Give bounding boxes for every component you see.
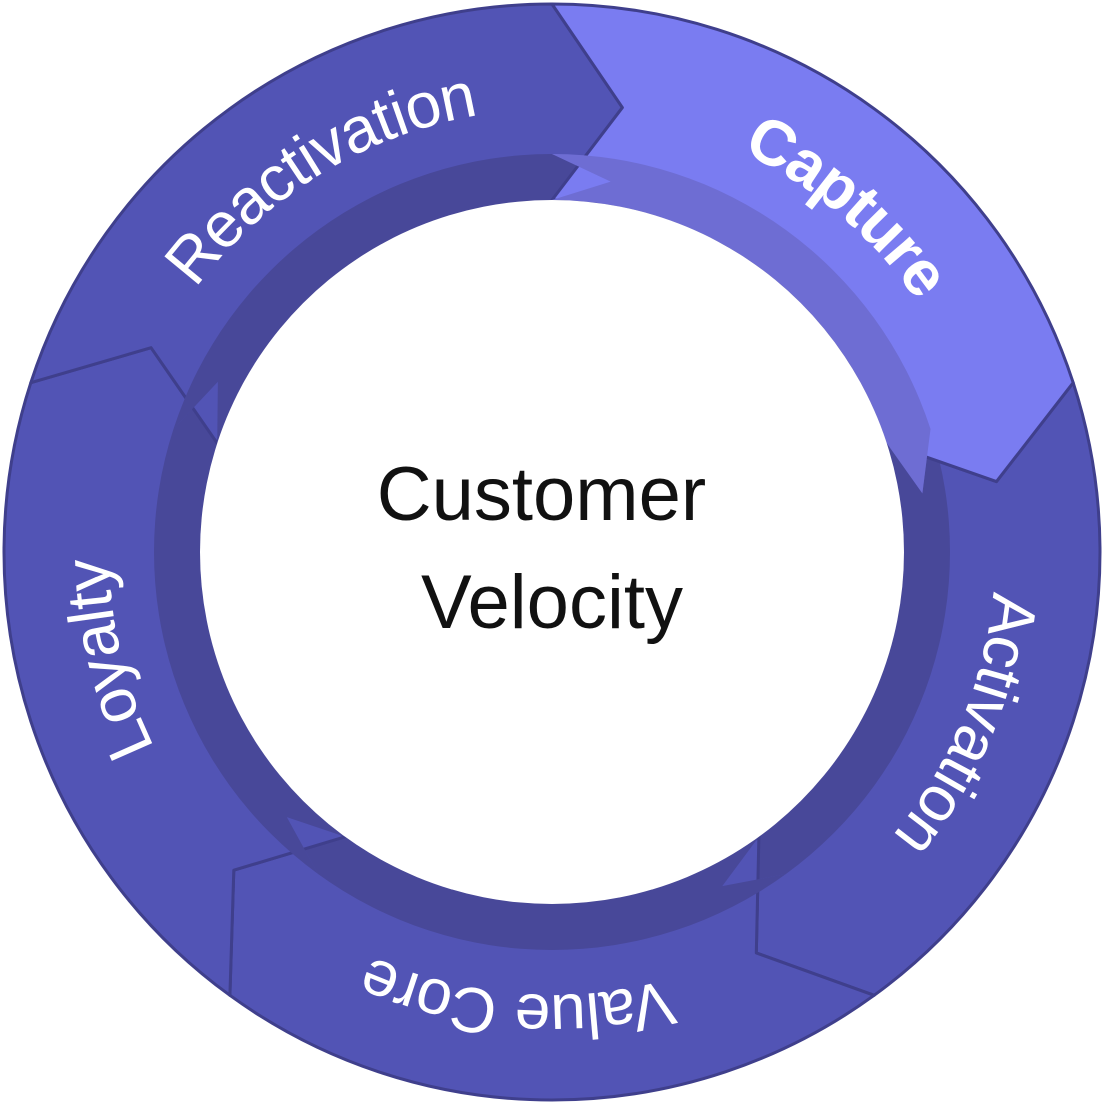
center-title-line-2: Velocity <box>421 560 683 645</box>
segment-loyalty-inner-band <box>153 381 346 874</box>
center-disc <box>200 200 904 904</box>
center-title-line-1: Customer <box>377 452 706 537</box>
center-title: Customer Velocity <box>377 452 728 645</box>
segment-capture-inner-band <box>552 154 931 494</box>
segment-value-core <box>228 817 876 1102</box>
segment-activation-inner-band <box>722 429 951 887</box>
segment-value-core-inner-band <box>286 817 786 951</box>
